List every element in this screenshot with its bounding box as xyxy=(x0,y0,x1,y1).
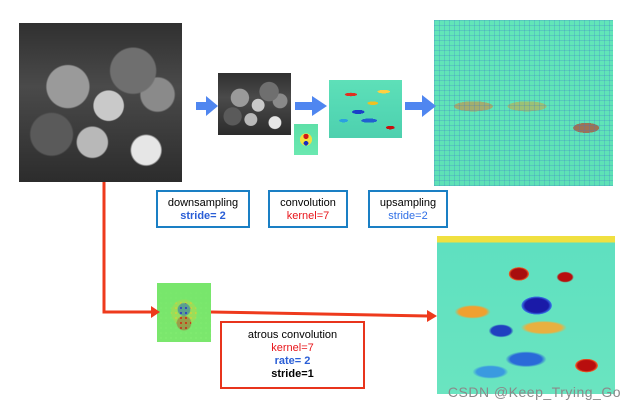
blue-arrow-1 xyxy=(196,96,218,116)
convolution-kernel: kernel=7 xyxy=(286,210,330,222)
small-kernel xyxy=(294,124,318,155)
convolved-feature-map xyxy=(329,80,402,138)
downsampling-stride: stride= 2 xyxy=(180,210,226,222)
atrous-output-feature-map xyxy=(437,236,615,394)
downsampling-box: downsampling stride= 2 xyxy=(156,190,250,228)
downsampled-image xyxy=(218,73,291,135)
dilated-kernel xyxy=(157,283,211,342)
convolution-title: convolution xyxy=(280,197,336,209)
red-arrow-path xyxy=(102,182,437,322)
atrous-title: atrous convolution xyxy=(247,329,338,341)
watermark: CSDN @Keep_Trying_Go xyxy=(447,384,621,400)
blue-arrow-3 xyxy=(405,95,436,117)
upsampling-box: upsampling stride=2 xyxy=(368,190,448,228)
input-image xyxy=(19,23,182,182)
upsampling-stride: stride=2 xyxy=(388,210,428,222)
upsampled-feature-map xyxy=(434,20,613,186)
upsampling-title: upsampling xyxy=(379,197,437,209)
downsampling-title: downsampling xyxy=(167,197,239,209)
blue-arrow-2 xyxy=(295,96,327,116)
atrous-stride: stride=1 xyxy=(271,368,314,380)
atrous-rate: rate= 2 xyxy=(274,355,311,367)
atrous-kernel: kernel=7 xyxy=(271,342,314,354)
convolution-box: convolution kernel=7 xyxy=(268,190,348,228)
atrous-convolution-box: atrous convolution kernel=7 rate= 2 stri… xyxy=(220,321,365,389)
